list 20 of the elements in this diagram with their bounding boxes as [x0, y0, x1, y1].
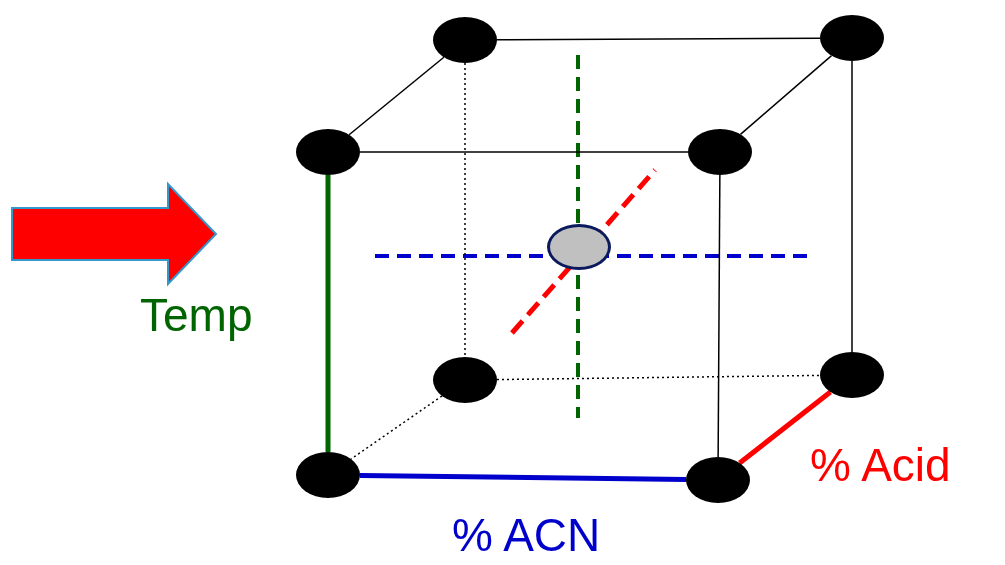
- edge-label: % Acid: [810, 442, 951, 488]
- corner-point: [296, 452, 360, 498]
- corner-point: [296, 129, 360, 175]
- edge-label: % ACN: [452, 512, 601, 558]
- cube-edge: [325, 175, 331, 452]
- corner-point: [686, 457, 750, 503]
- center-point: [547, 224, 611, 270]
- cube-edge: [851, 60, 853, 353]
- corner-point: [820, 352, 884, 398]
- corner-point: [433, 17, 497, 63]
- cube-edge: [738, 389, 832, 466]
- cube-edge: [359, 472, 687, 483]
- cube-edge: [717, 174, 721, 458]
- cube-edge: [348, 56, 445, 136]
- corner-point: [433, 357, 497, 403]
- cube-edge: [496, 374, 821, 381]
- cube-edge: [359, 151, 689, 153]
- cube-edge: [496, 37, 821, 41]
- cube-edge: [739, 54, 833, 136]
- cube-edge: [464, 62, 466, 358]
